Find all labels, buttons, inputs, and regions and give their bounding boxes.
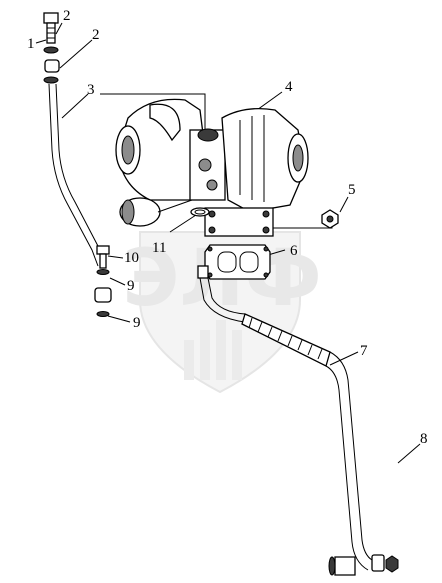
callout-11: 11: [152, 240, 166, 256]
callout-2-upper: 2: [63, 8, 71, 24]
callout-10: 10: [124, 250, 139, 266]
gasket: [204, 244, 271, 280]
oil-supply-pipe: [48, 83, 106, 267]
turbocharger: [115, 98, 309, 237]
callout-4: 4: [285, 79, 293, 95]
flange-bolt: [94, 245, 112, 317]
callout-9-upper: 9: [127, 278, 135, 294]
callout-6: 6: [290, 243, 298, 259]
drain-fitting: [328, 554, 399, 576]
callout-3: 3: [87, 82, 95, 98]
callout-8: 8: [420, 431, 428, 447]
callout-2-lower: 2: [92, 27, 100, 43]
sealing-washers: [43, 46, 60, 84]
oil-drain-pipe: [197, 265, 373, 571]
callout-7: 7: [360, 343, 368, 359]
banjo-bolt: [43, 12, 59, 44]
o-ring: [190, 207, 210, 217]
callout-5: 5: [348, 182, 356, 198]
callout-1: 1: [27, 36, 35, 52]
callout-labels: 1 2 2 3 4 5 6 7 8 9 9 10 11: [27, 8, 428, 447]
flange-nut: [321, 209, 339, 229]
callout-9-lower: 9: [133, 315, 141, 331]
